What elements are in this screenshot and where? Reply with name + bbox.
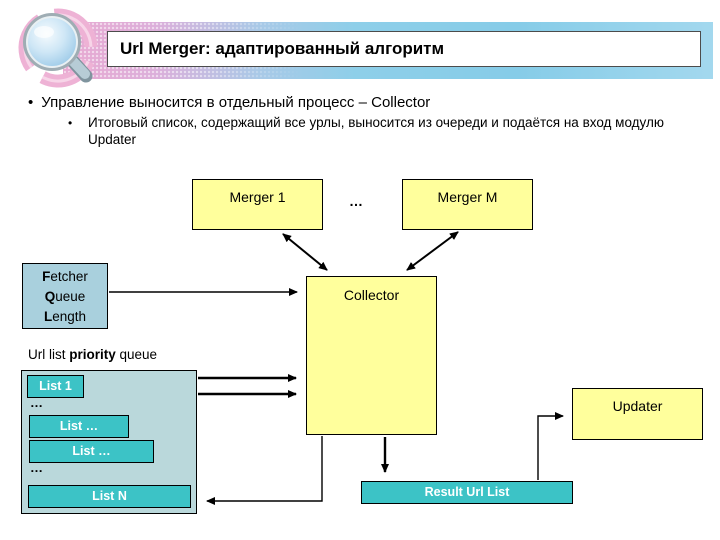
arrow-collector-listN xyxy=(206,436,323,505)
fetcher-line: Fetcher xyxy=(42,269,88,284)
arrow-result-updater xyxy=(537,412,564,480)
queue-ellipsis: … xyxy=(30,395,43,410)
priority-queue-panel: List 1 … List … List … … List N xyxy=(21,370,197,514)
mergerM-box: Merger M xyxy=(402,179,533,230)
page-title: Url Merger: адаптированный алгоритм xyxy=(107,31,701,67)
list-item: List … xyxy=(29,415,129,438)
list-item: List 1 xyxy=(27,375,84,398)
bullet-level1: Управление выносится в отдельный процесс… xyxy=(28,93,430,112)
collector-box: Collector xyxy=(306,276,437,435)
magnifier-globe-logo xyxy=(18,8,98,88)
queue-ellipsis: … xyxy=(30,460,43,475)
queue-label-part: queue xyxy=(115,347,158,362)
queue-label-part: Url list xyxy=(28,347,70,362)
result-url-list-box: Result Url List xyxy=(361,481,573,504)
list-item: List … xyxy=(29,440,154,463)
list-item: List N xyxy=(28,485,191,508)
fetcher-queue-length-box: Fetcher Queue Length xyxy=(22,263,108,329)
bullet-level2: Итоговый список, содержащий все урлы, вы… xyxy=(66,115,692,148)
arrow-mergerM-collector xyxy=(406,231,459,271)
queue-label-part-bold: priority xyxy=(69,347,116,362)
fetcher-line: Queue xyxy=(44,289,86,304)
updater-box: Updater xyxy=(572,388,703,440)
url-list-priority-queue-label: Url list priority queue xyxy=(28,347,157,362)
arrow-merger1-collector xyxy=(282,233,328,271)
merger1-box: Merger 1 xyxy=(192,179,323,230)
merger-ellipsis: … xyxy=(349,193,363,209)
fetcher-line: Length xyxy=(43,309,87,324)
